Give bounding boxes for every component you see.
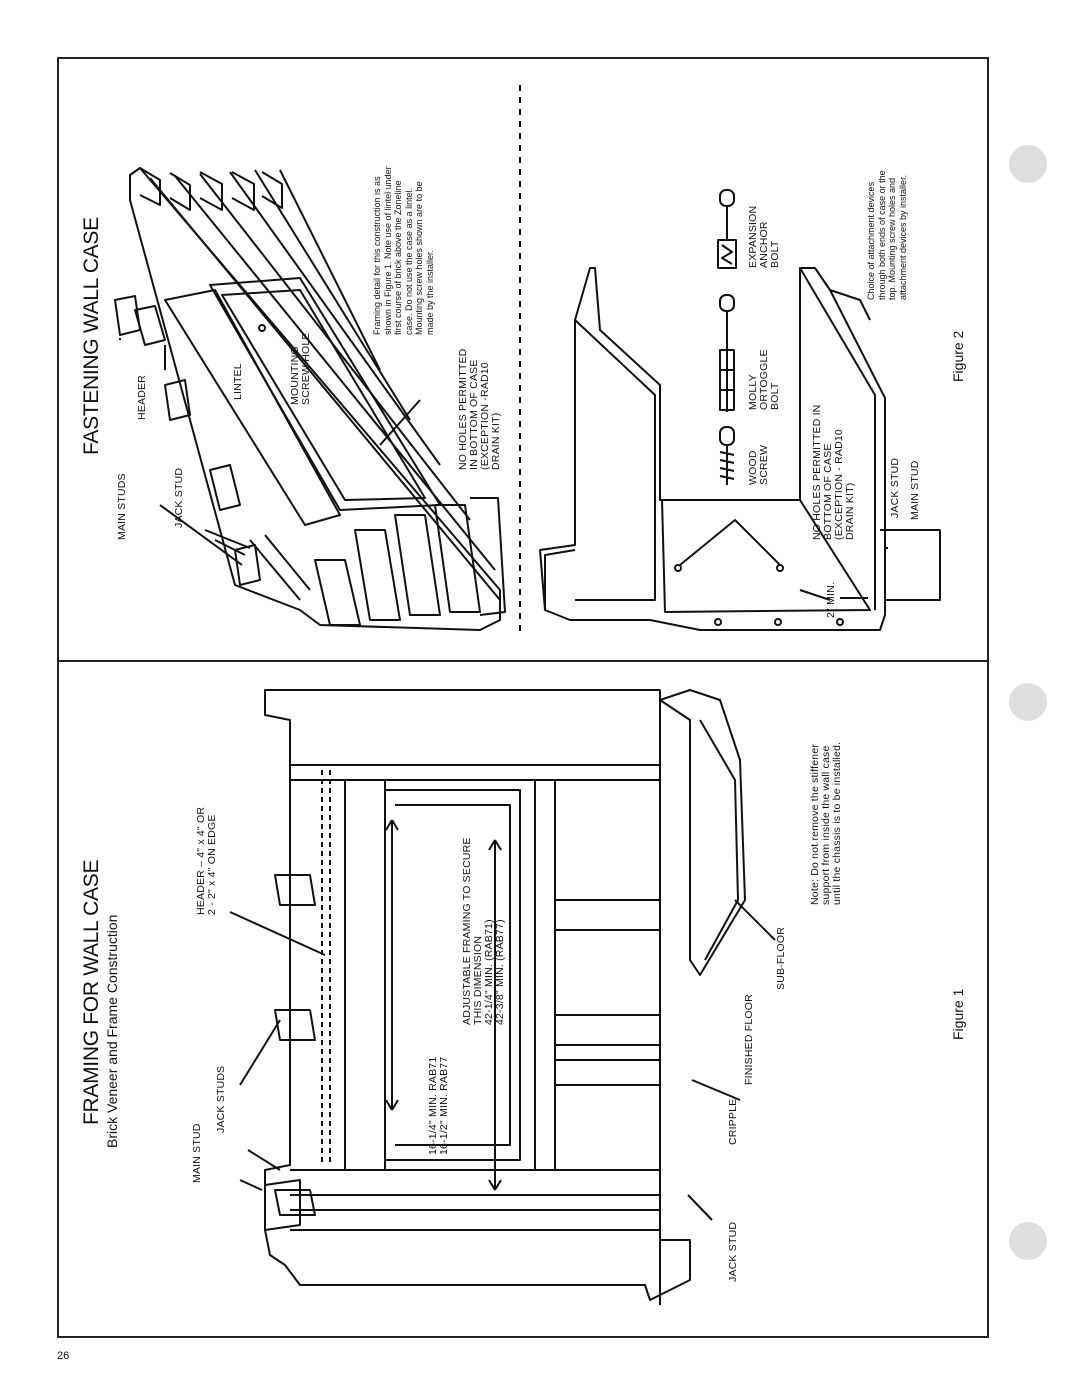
label-jack-studs: JACK STUDS (215, 1065, 227, 1133)
label-jack-stud-2: JACK STUD (889, 457, 901, 518)
brick-wall-drawing (114, 167, 506, 631)
binder-hole-middle (1009, 683, 1047, 721)
label-min-dimension: 16-1/4" MIN. RAB71 16-1/2" MIN. RAB77 (427, 1056, 450, 1155)
label-finished-floor: FINISHED FLOOR (743, 994, 755, 1085)
figure2-caption: Figure 2 (950, 330, 966, 382)
label-wood-screw: WOOD SCREW (747, 444, 770, 485)
label-no-holes-bottom: NO HOLES PERMITTED IN BOTTOM OF CASE (EX… (811, 404, 856, 540)
label-molly-toggle-bolt: MOLLY ORTOGGLE BOLT (747, 349, 781, 410)
label-adjustable-framing: ADJUSTABLE FRAMING TO SECURE THIS DIMENS… (461, 837, 506, 1025)
framing-subtitle: Brick Veneer and Frame Construction (104, 914, 120, 1148)
label-jack-stud-fig1: JACK STUD (727, 1221, 739, 1282)
framing-detail-note: Framing detail for this construction is … (372, 166, 435, 335)
figure1-caption: Figure 1 (950, 988, 966, 1040)
attachment-choice-note: Choice of attachment devices through bot… (866, 170, 908, 300)
binder-hole-bottom (1009, 1222, 1047, 1260)
label-header-spec: HEADER – 4" x 4" OR 2 - 2" x 4" ON EDGE (195, 806, 218, 915)
label-two-inch-min: 2" MIN. (825, 581, 837, 618)
wood-screw-fastener (719, 426, 735, 485)
label-jack-stud: JACK STUD (173, 467, 185, 528)
label-mounting-screw-hole: MOUNTING SCREW HOLE (289, 332, 312, 405)
page-number: 26 (57, 1350, 70, 1362)
stiffener-note: Note: Do not remove the stiffener suppor… (809, 741, 843, 905)
fastening-title: FASTENING WALL CASE (80, 217, 103, 455)
framing-drawing (229, 689, 776, 1305)
label-sub-floor: SUB-FLOOR (775, 926, 787, 990)
label-header: HEADER (136, 375, 148, 420)
label-lintel: LINTEL (232, 363, 244, 400)
label-main-stud-2: MAIN STUD (909, 460, 921, 520)
framing-title: FRAMING FOR WALL CASE (80, 859, 103, 1125)
wall-case-drawing (539, 189, 941, 631)
figure-divider (57, 660, 989, 662)
binder-hole-top (1009, 145, 1047, 183)
label-no-holes-top: NO HOLES PERMITTED IN BOTTOM OF CASE (EX… (457, 348, 502, 470)
expansion-anchor-fastener (717, 189, 737, 269)
label-cripple: CRIPPLE (727, 1098, 739, 1145)
label-expansion-anchor-bolt: EXPANSION ANCHOR BOLT (747, 205, 781, 268)
molly-bolt-fastener (719, 294, 735, 412)
label-main-stud: MAIN STUD (191, 1123, 203, 1183)
label-main-studs: MAIN STUDS (116, 473, 128, 540)
page-frame (57, 57, 989, 1338)
